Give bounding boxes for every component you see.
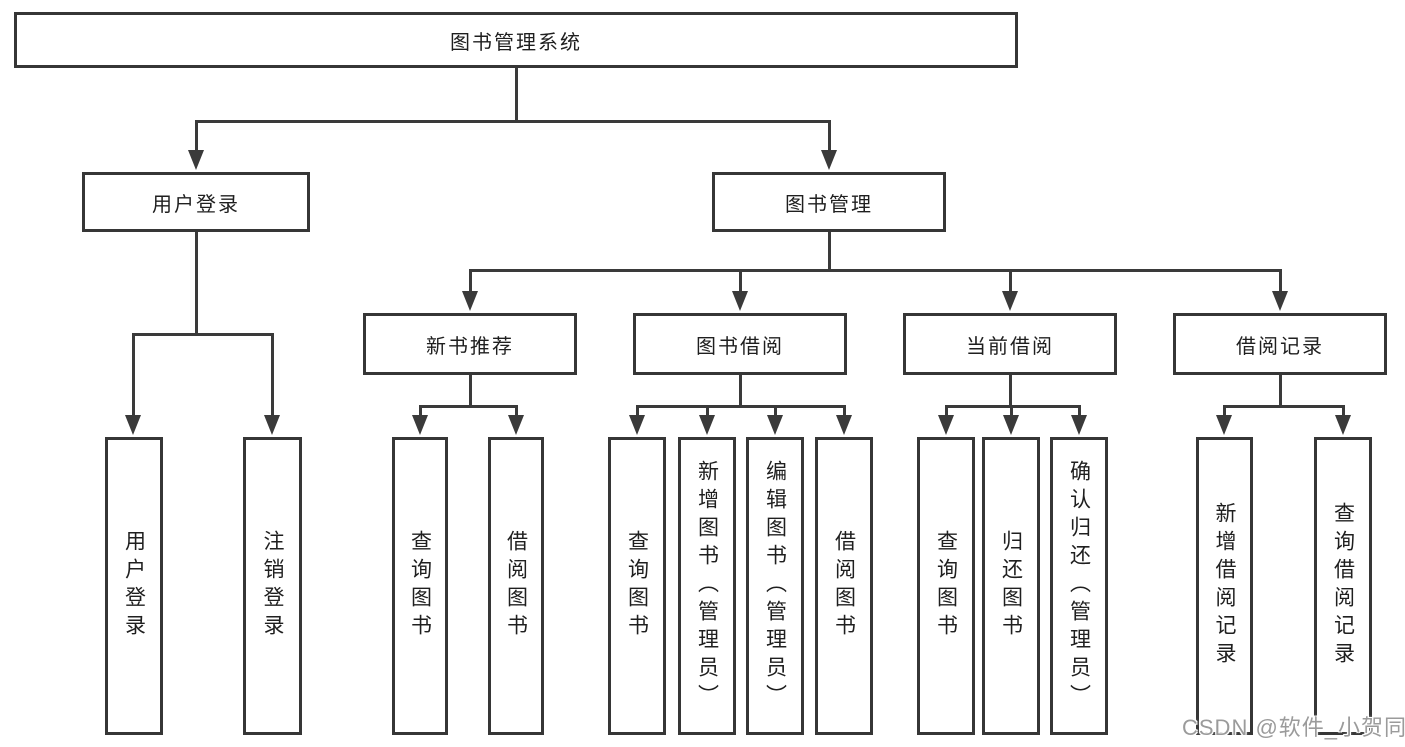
arrowhead-confirm-return (1071, 415, 1087, 435)
edge-to-return-books (1010, 405, 1013, 417)
node-borrow-records: 借阅记录 (1173, 313, 1387, 375)
arrowhead-user-login (188, 150, 204, 170)
edge-to-book-management (828, 120, 831, 152)
arrowhead-query-books-3 (938, 415, 954, 435)
edge-to-edit-books (774, 405, 777, 417)
edge-to-login (132, 333, 135, 416)
leaf-borrow-books: 借阅图书 (815, 437, 873, 735)
arrowhead-book-borrow (732, 291, 748, 311)
arrowhead-add-borrow-record (1216, 415, 1232, 435)
arrowhead-borrow-books-2 (836, 415, 852, 435)
edge-to-book-borrow (739, 269, 742, 293)
arrowhead-borrow-books-1 (508, 415, 524, 435)
node-book-management: 图书管理 (712, 172, 946, 232)
edge-to-query-books-2 (636, 405, 639, 417)
node-new-book-recommend: 新书推荐 (363, 313, 577, 375)
edge-to-borrow-books-1 (515, 405, 518, 417)
leaf-label: 查询图书 (625, 530, 649, 642)
node-label: 当前借阅 (966, 335, 1054, 358)
leaf-logout: 注销登录 (243, 437, 302, 735)
edge-user-login-stub (195, 232, 198, 335)
edge-current-borrow-rail (945, 405, 1081, 408)
leaf-label: 确认归还（管理员） (1067, 460, 1091, 712)
edge-to-logout (271, 333, 274, 416)
edge-to-borrow-books-2 (843, 405, 846, 417)
leaf-label: 新增图书（管理员） (695, 460, 719, 712)
leaf-user-login: 用户登录 (105, 437, 163, 735)
node-label: 图书管理系统 (450, 31, 582, 54)
node-library-management-system: 图书管理系统 (14, 12, 1018, 68)
arrowhead-query-borrow-record (1335, 415, 1351, 435)
arrowhead-book-management (821, 150, 837, 170)
node-label: 用户登录 (152, 193, 240, 216)
edge-book-management-stub (828, 232, 831, 271)
leaf-label: 归还图书 (999, 530, 1023, 642)
arrowhead-logout (264, 415, 280, 435)
leaf-label: 借阅图书 (504, 530, 528, 642)
leaf-label: 新增借阅记录 (1213, 502, 1236, 670)
arrowhead-login (125, 415, 141, 435)
edge-to-user-login (195, 120, 198, 152)
leaf-label: 编辑图书（管理员） (763, 460, 787, 712)
leaf-query-books: 查询图书 (608, 437, 666, 735)
edge-to-add-borrow-record (1223, 405, 1226, 417)
leaf-add-borrow-record: 新增借阅记录 (1196, 437, 1253, 735)
edge-book-borrow-stub (739, 375, 742, 407)
node-label: 新书推荐 (426, 335, 514, 358)
edge-current-borrow-stub (1009, 375, 1012, 407)
leaf-label: 查询图书 (408, 530, 432, 642)
edge-to-query-books-3 (945, 405, 948, 417)
leaf-label: 用户登录 (122, 530, 146, 642)
edge-to-query-borrow-record (1342, 405, 1345, 417)
leaf-label: 借阅图书 (832, 530, 856, 642)
arrowhead-new-book-recommend (462, 291, 478, 311)
leaf-query-borrow-record: 查询借阅记录 (1314, 437, 1372, 735)
arrowhead-return-books (1003, 415, 1019, 435)
leaf-add-books-admin: 新增图书（管理员） (678, 437, 736, 735)
leaf-confirm-return-admin: 确认归还（管理员） (1050, 437, 1108, 735)
leaf-return-books: 归还图书 (982, 437, 1040, 735)
node-label: 图书管理 (785, 193, 873, 216)
edge-to-new-book-recommend (469, 269, 472, 293)
leaf-query-books: 查询图书 (917, 437, 975, 735)
edge-new-book-recommend-stub (469, 375, 472, 407)
edge-new-book-recommend-rail (419, 405, 518, 408)
node-current-borrow: 当前借阅 (903, 313, 1117, 375)
edge-borrow-records-rail (1223, 405, 1345, 408)
leaf-label: 查询图书 (934, 530, 958, 642)
arrowhead-edit-books (767, 415, 783, 435)
leaf-borrow-books: 借阅图书 (488, 437, 544, 735)
edge-to-query-books-1 (419, 405, 422, 417)
edge-level2-rail (195, 120, 831, 123)
edge-book-borrow-rail (636, 405, 846, 408)
leaf-label: 查询借阅记录 (1331, 502, 1355, 670)
leaf-query-books: 查询图书 (392, 437, 448, 735)
arrowhead-borrow-records (1272, 291, 1288, 311)
edge-borrow-records-stub (1279, 375, 1282, 407)
arrowhead-current-borrow (1002, 291, 1018, 311)
leaf-edit-books-admin: 编辑图书（管理员） (746, 437, 804, 735)
edge-level3-rail (469, 269, 1282, 272)
arrowhead-query-books-1 (412, 415, 428, 435)
edge-to-add-books (706, 405, 709, 417)
node-label: 借阅记录 (1236, 335, 1324, 358)
edge-to-borrow-records (1279, 269, 1282, 293)
leaf-label: 注销登录 (261, 530, 284, 642)
edge-to-confirm-return (1078, 405, 1081, 417)
arrowhead-add-books (699, 415, 715, 435)
edge-user-login-rail (132, 333, 274, 336)
node-book-borrow: 图书借阅 (633, 313, 847, 375)
csdn-watermark: CSDN @软件_小贺同学 (1182, 715, 1405, 740)
node-user-login: 用户登录 (82, 172, 310, 232)
edge-to-current-borrow (1009, 269, 1012, 293)
node-label: 图书借阅 (696, 335, 784, 358)
arrowhead-query-books-2 (629, 415, 645, 435)
edge-root-stub (515, 68, 518, 122)
